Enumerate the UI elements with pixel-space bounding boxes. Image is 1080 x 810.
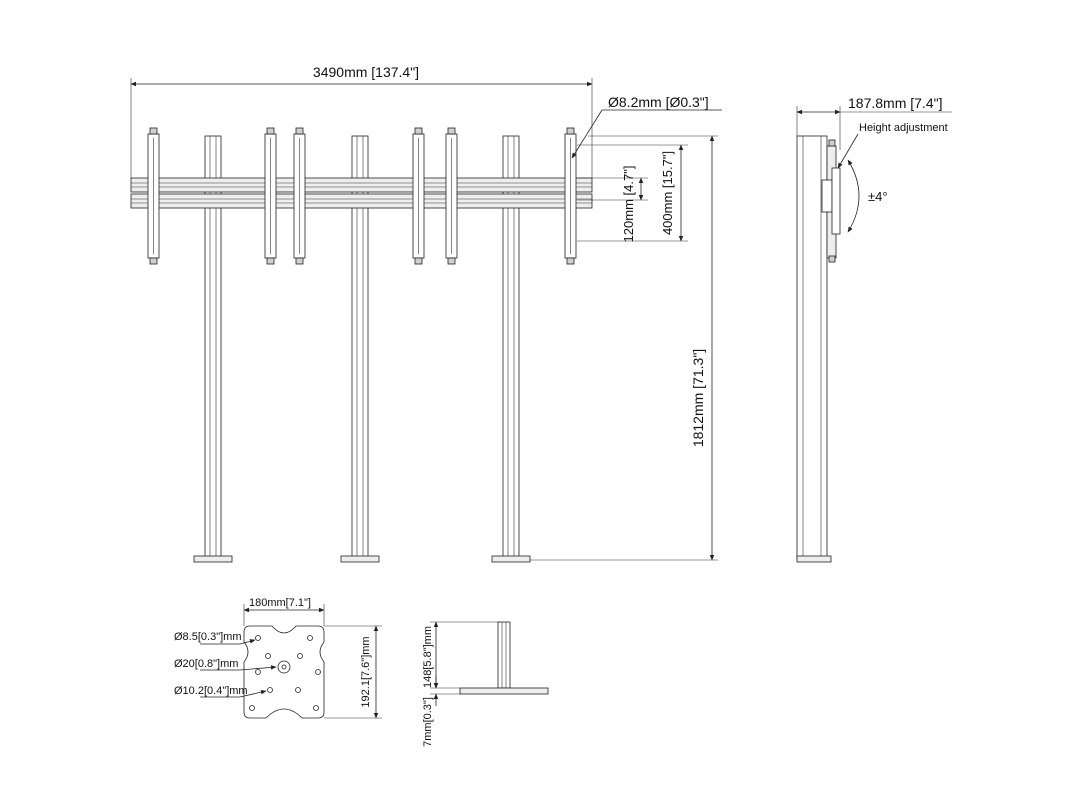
hole1-callout: Ø8.5[0.3"]mm [174,631,256,645]
hole3-callout: Ø10.2[0.4"]mm [174,685,267,698]
post-right [491,135,531,563]
tilt-label: ±4° [868,189,888,204]
base-plate [243,625,325,719]
base-side-height-dimension: 148[5.8"]mm [422,621,500,689]
bracket-3 [293,127,306,265]
overall-height-dimension: 1812mm [71.3"] [530,135,718,561]
bracket-5 [445,127,458,265]
bracket-400-dimension: 400mm [15.7"] [577,144,688,242]
front-view: 3490mm [137.4"] [130,64,722,563]
base-plate-view: 180mm[7.1"] 192.1[7.6"]mm Ø8.5[ [174,597,382,719]
base-plate-height-dimension: 192.1[7.6"]mm [324,625,382,719]
side-view: 187.8mm [7.4"] Height adjustment ±4° [796,95,952,563]
base-side-height-label: 148[5.8"]mm [422,626,434,688]
depth-label: 187.8mm [7.4"] [848,95,942,111]
hole3-label: Ø10.2[0.4"]mm [174,685,248,697]
tilt-callout: ±4° [847,159,888,233]
hole-diameter-label: Ø8.2mm [Ø0.3"] [608,94,709,110]
hole1-label: Ø8.5[0.3"]mm [174,631,241,643]
height-adjustment-label: Height adjustment [859,122,948,134]
depth-dimension: 187.8mm [7.4"] [796,95,952,150]
hole-diameter-callout: Ø8.2mm [Ø0.3"] [571,94,722,159]
bracket-400-label: 400mm [15.7"] [660,151,675,235]
bracket-4 [412,127,425,265]
overall-width-label: 3490mm [137.4"] [313,64,419,80]
bracket-6 [564,127,577,265]
overall-width-dimension: 3490mm [137.4"] [130,64,593,178]
base-plate-holes [249,635,321,711]
side-post [796,135,841,563]
bracket-1 [147,127,160,265]
height-adjustment-callout: Height adjustment [837,122,948,169]
post-middle [340,135,380,563]
bracket-2 [264,127,277,265]
base-post-stub [497,621,511,689]
base-thickness-label: 7mm[0.3"] [422,697,434,747]
base-plate-width-label: 180mm[7.1"] [249,597,311,609]
mount-brackets [147,127,577,265]
overall-height-label: 1812mm [71.3"] [690,349,706,447]
bracket-120-dimension: 120mm [4.7"] [577,166,648,243]
base-plate-side [459,687,549,695]
hole2-callout: Ø20[0.8"]mm [174,658,277,671]
base-plate-height-label: 192.1[7.6"]mm [360,636,372,707]
support-posts [193,135,531,563]
bracket-120-label: 120mm [4.7"] [621,166,636,243]
base-side-view: 148[5.8"]mm 7mm[0.3"] [422,621,549,747]
horizontal-rails [130,177,593,209]
base-thickness-dimension: 7mm[0.3"] [422,676,462,747]
hole2-label: Ø20[0.8"]mm [174,658,238,670]
base-plate-width-dimension: 180mm[7.1"] [243,597,325,626]
